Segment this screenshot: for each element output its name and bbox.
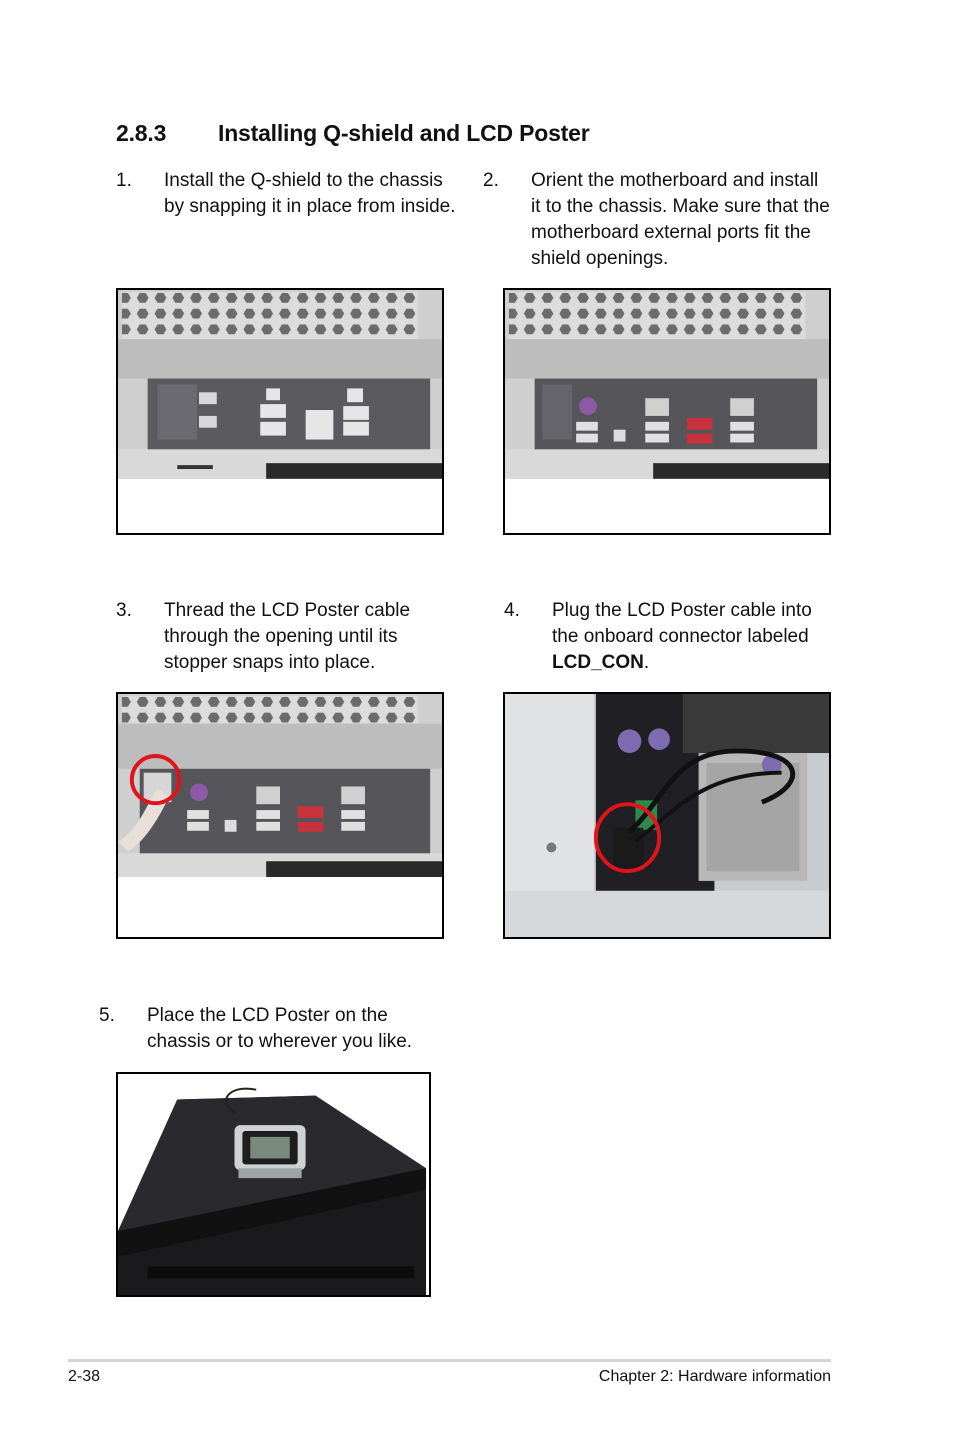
step-number: 3.: [116, 600, 132, 621]
step-1: 1. Install the Q-shield to the chassis b…: [116, 168, 476, 228]
step-text-line: Thread the LCD Poster cable: [164, 600, 411, 621]
step-text-line: through the opening until its: [164, 626, 398, 647]
step-4: 4. Plug the LCD Poster cable into the on…: [504, 598, 864, 682]
motherboard-ports-photo: [503, 288, 831, 535]
step-text-line: Plug the LCD Poster cable into: [552, 600, 812, 621]
lcd-connector-photo: [503, 692, 831, 939]
page-number: 2-38: [68, 1368, 101, 1385]
connector-label: LCD_CON: [552, 652, 644, 673]
lcd-poster-on-chassis-photo: [116, 1072, 431, 1297]
section-title: Installing Q-shield and LCD Poster: [218, 120, 590, 146]
step-text-line: Place the LCD Poster on the: [147, 1005, 388, 1026]
step-number: 5.: [99, 1005, 115, 1026]
step-number: 4.: [504, 600, 520, 621]
step-text-line: motherboard external ports fit the: [531, 222, 811, 243]
step-text-line: by snapping it in place from inside.: [164, 196, 456, 217]
step-number: 1.: [116, 170, 132, 191]
step-text-line: chassis or to wherever you like.: [147, 1031, 413, 1052]
step-5: 5. Place the LCD Poster on the chassis o…: [99, 1003, 479, 1063]
step-text-line: the onboard connector labeled: [552, 626, 809, 647]
section-number: 2.8.3: [116, 120, 167, 146]
step-text-line: Orient the motherboard and install: [531, 170, 819, 191]
chapter-label: Chapter 2: Hardware information: [598, 1368, 831, 1385]
step-2: 2. Orient the motherboard and install it…: [483, 168, 853, 278]
step-text-line: Install the Q-shield to the chassis: [164, 170, 443, 191]
step-text-line: stopper snaps into place.: [164, 652, 376, 673]
step-number: 2.: [483, 170, 499, 191]
qshield-photo: [116, 288, 444, 535]
section-heading: 2.8.3 Installing Q-shield and LCD Poster: [116, 120, 590, 147]
highlight-circle: [593, 802, 662, 874]
step-text-line: shield openings.: [531, 248, 669, 269]
step-text-tail: .: [643, 652, 650, 673]
highlight-circle: [129, 754, 182, 806]
step-3: 3. Thread the LCD Poster cable through t…: [116, 598, 476, 682]
step-text-line: it to the chassis. Make sure that the: [531, 196, 830, 217]
lcd-cable-thread-photo: [116, 692, 444, 939]
footer-divider: [68, 1359, 831, 1362]
